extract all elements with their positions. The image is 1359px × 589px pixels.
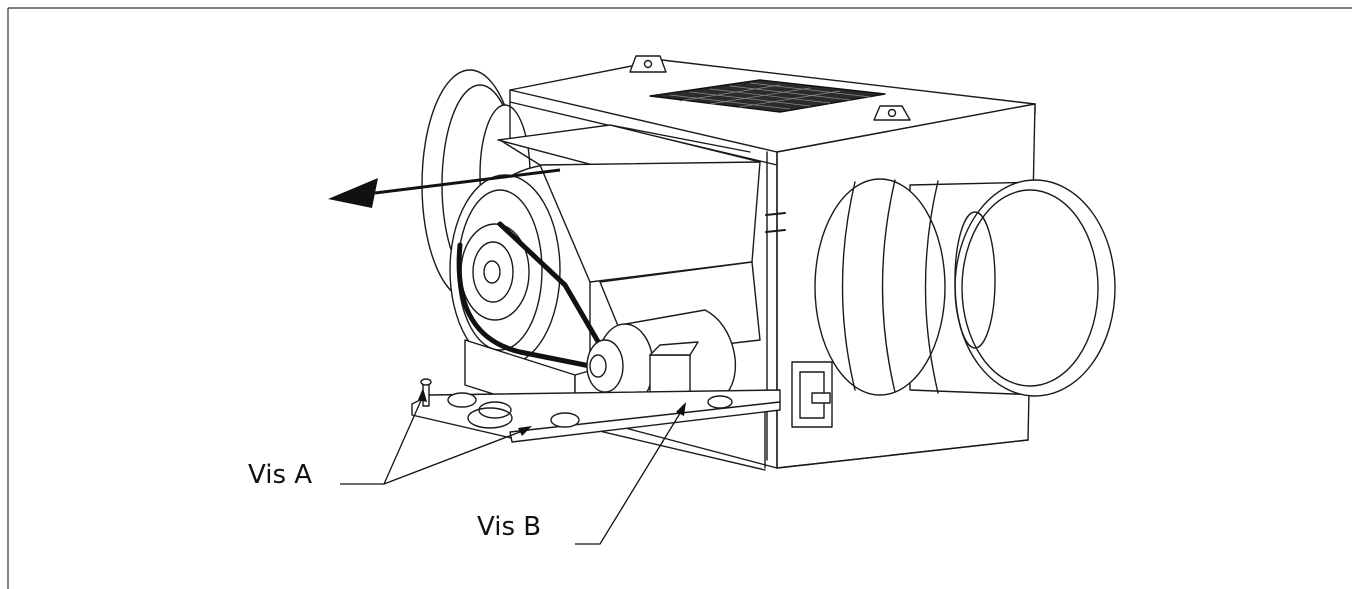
lifting-eye-left [629, 55, 667, 73]
outlet-duct-collar [814, 178, 1116, 397]
leader-line-a [340, 395, 424, 485]
leader-line-b [575, 409, 683, 545]
lifting-eye-right [873, 105, 911, 121]
airflow-arrow [328, 168, 561, 208]
side-slots [765, 212, 786, 233]
top-grille [649, 79, 886, 113]
page-border [7, 7, 1352, 589]
leader-line-a-2 [383, 429, 526, 485]
callout-screw-b: Vis B [477, 512, 542, 542]
drive-belt [456, 221, 603, 371]
callout-screw-a: Vis A [248, 460, 313, 490]
leader-arrows [418, 388, 686, 436]
disconnect-switch [791, 361, 833, 428]
base-rails [411, 389, 781, 443]
